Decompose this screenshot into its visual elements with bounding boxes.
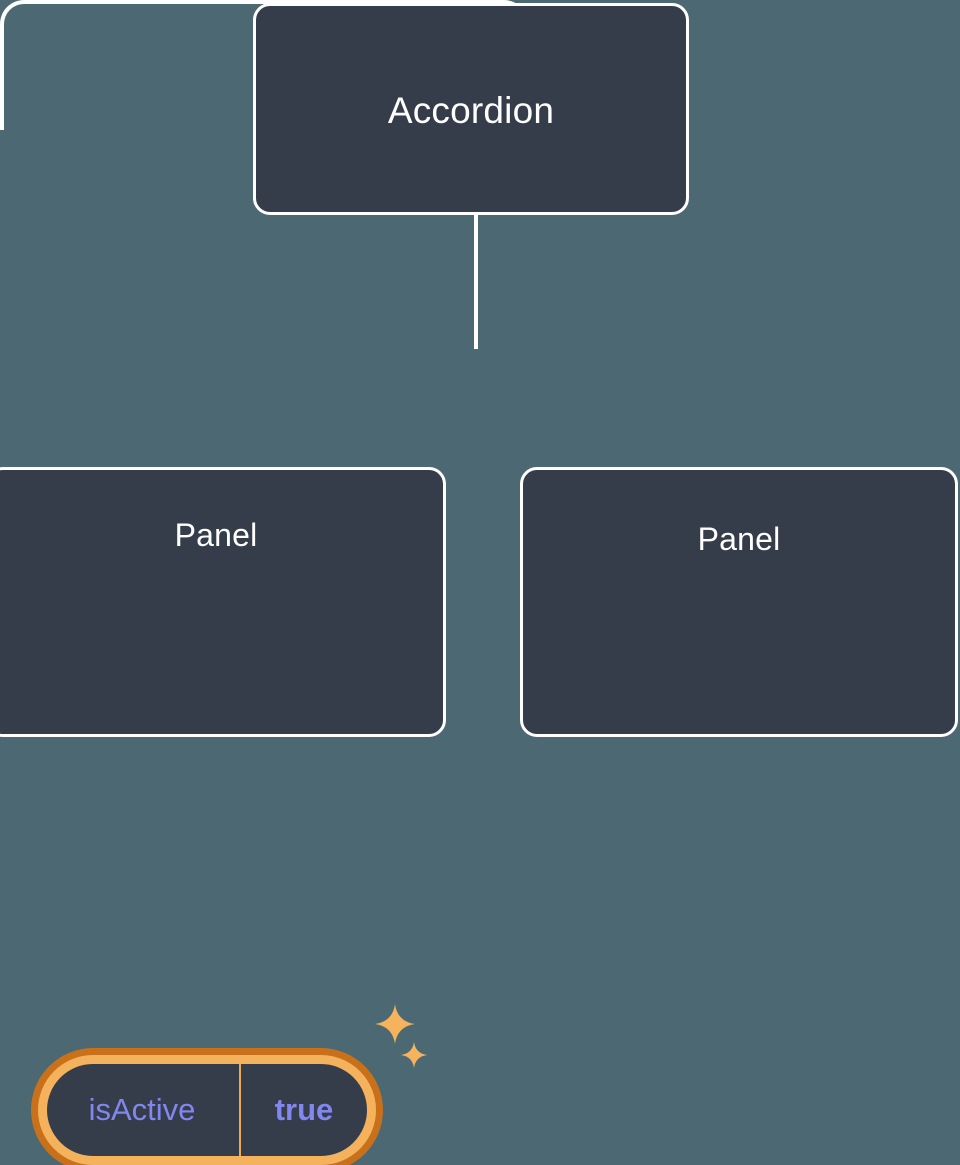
node-panel-active[interactable]: Panel isActive true	[0, 467, 446, 1165]
connector-root-stem	[474, 212, 478, 349]
prop-key: isActive	[88, 1092, 196, 1127]
sparkle-large-icon	[375, 1004, 415, 1044]
prop-pill-isactive-true[interactable]: isActive true	[38, 1055, 376, 1165]
node-accordion-label: Accordion	[387, 90, 555, 131]
node-panel-inactive-label: Panel	[697, 521, 781, 557]
node-accordion[interactable]: Accordion	[253, 3, 689, 215]
prop-value: true	[239, 1064, 367, 1156]
node-panel-active-label: Panel	[174, 517, 258, 553]
node-panel-inactive[interactable]: Panel isActive false	[520, 467, 958, 737]
sparkle-small-icon	[401, 1042, 427, 1068]
